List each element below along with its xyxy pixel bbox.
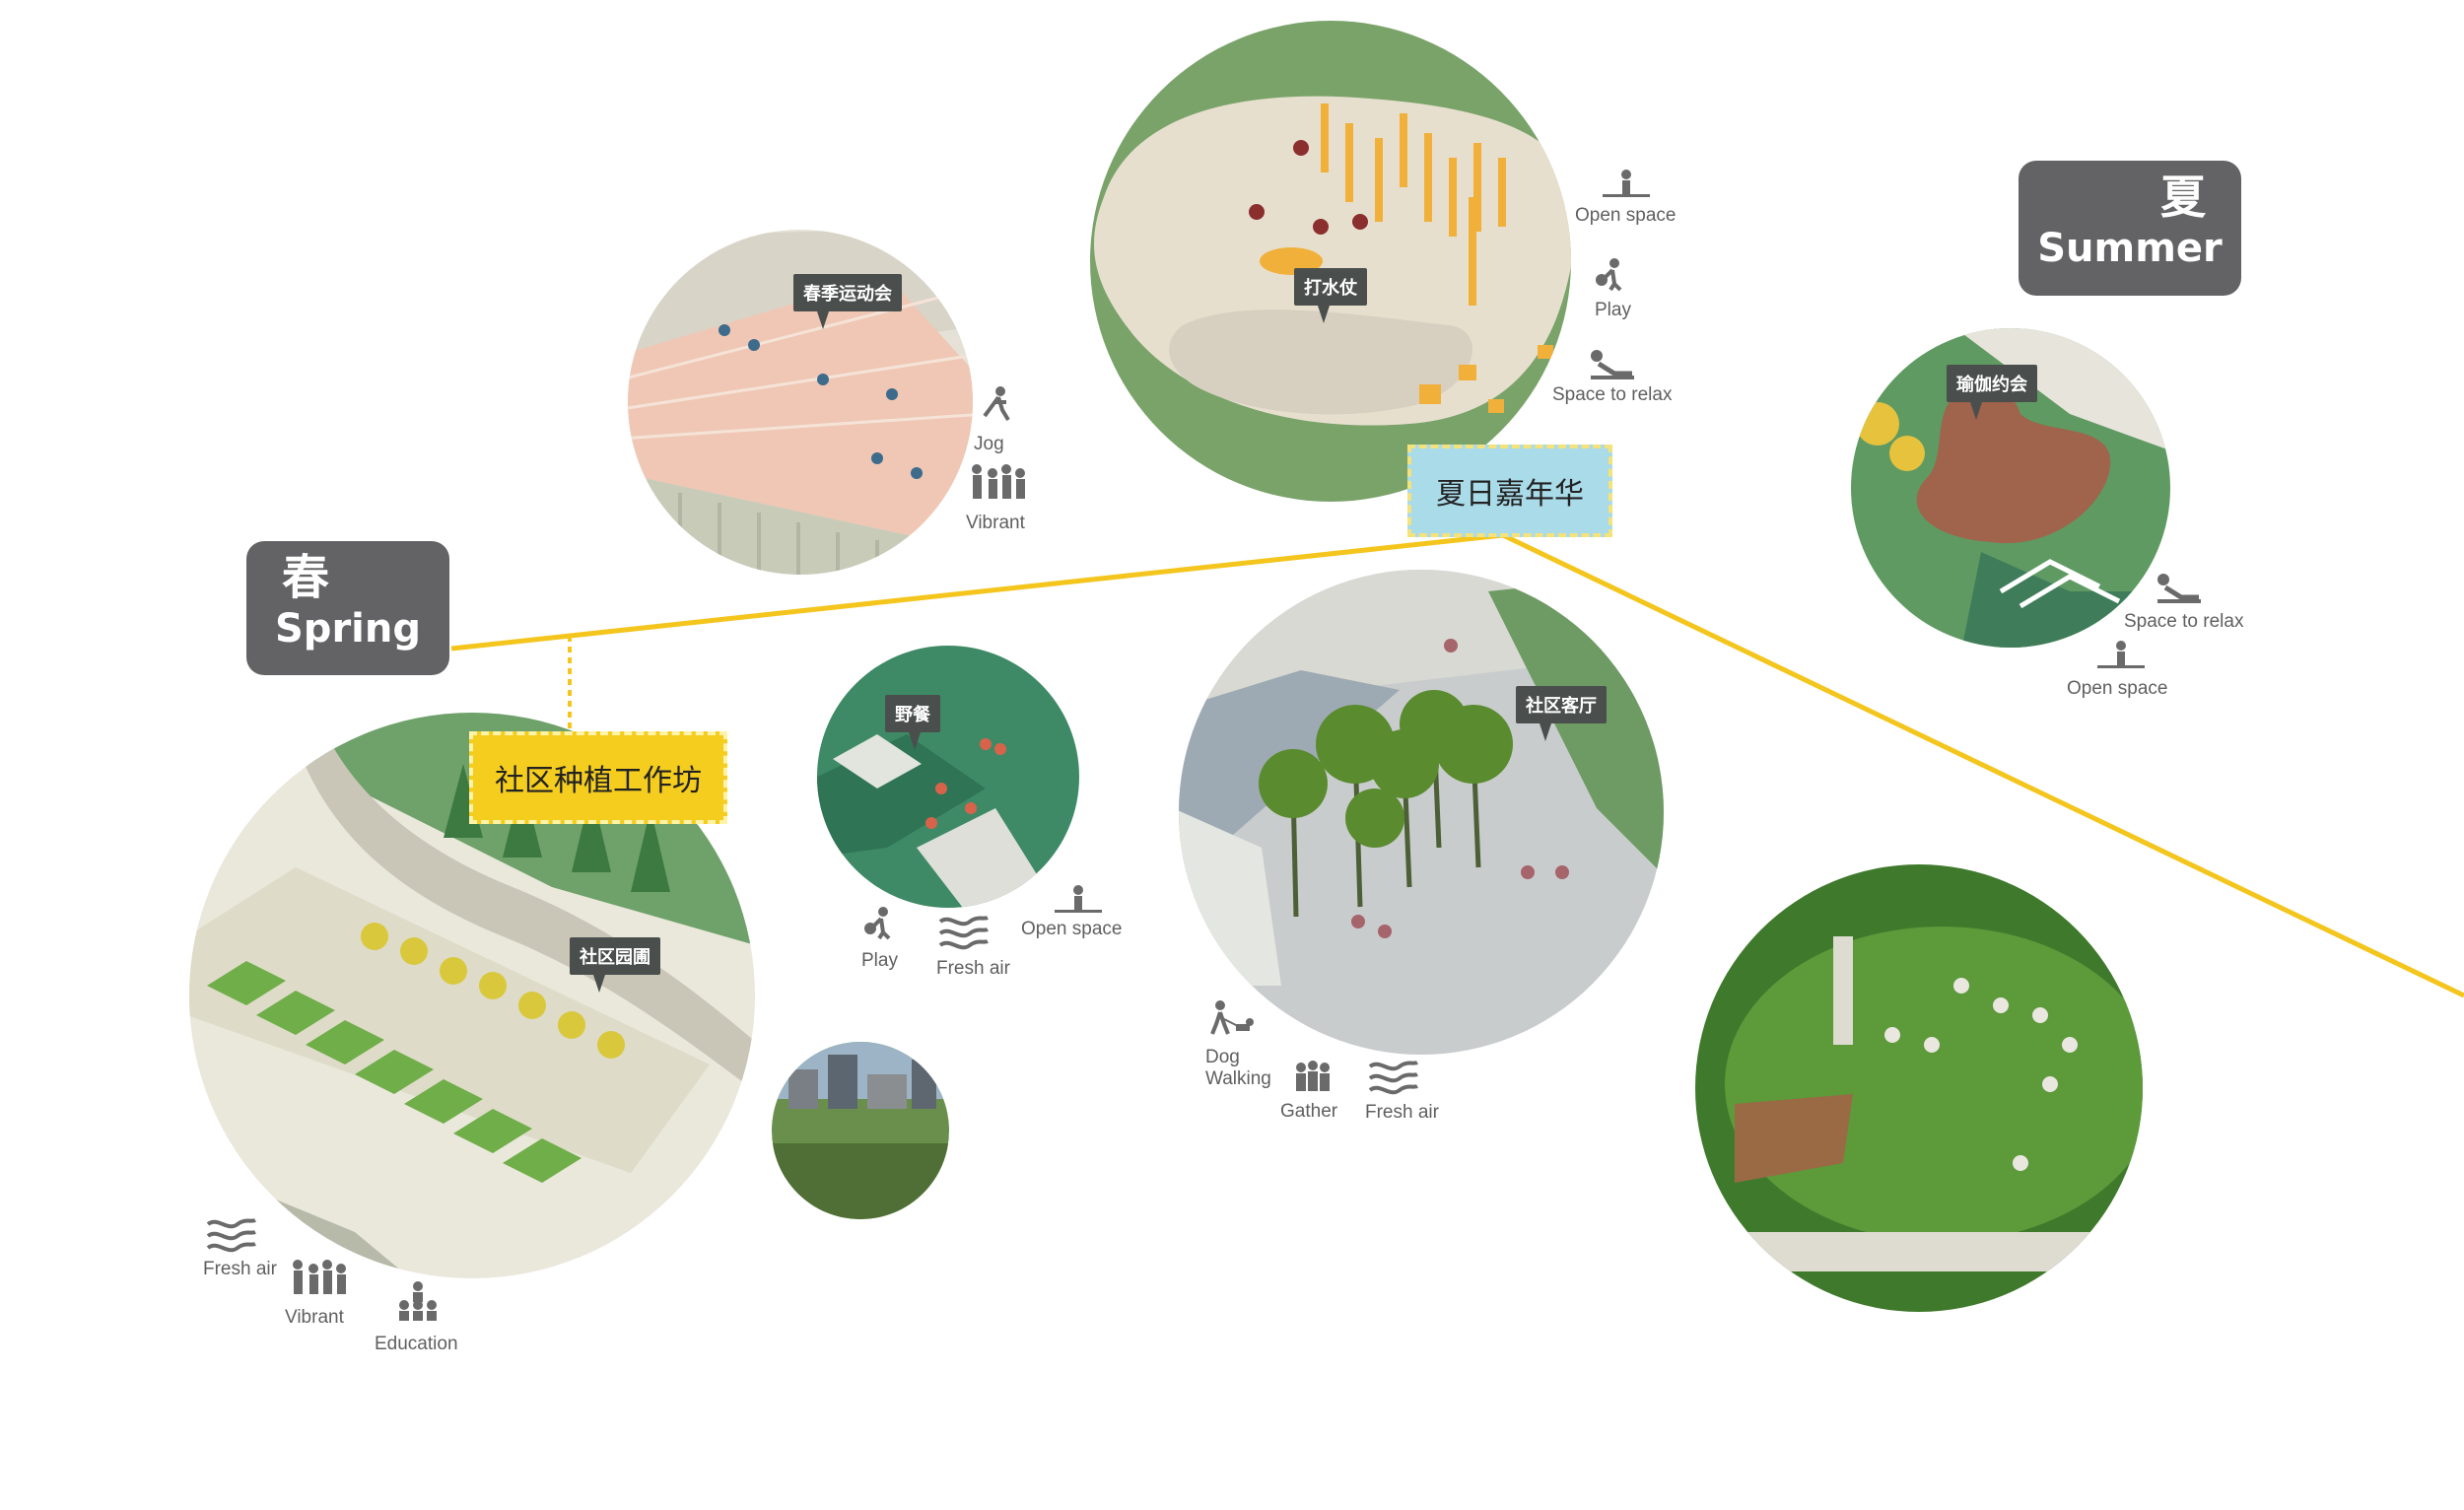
open-space-icon <box>1055 885 1102 913</box>
relax-icon <box>2157 574 2201 603</box>
scene-living-room <box>1179 570 1664 1055</box>
timeline-summer-out <box>1501 532 2464 998</box>
dog-label: Dog <box>1205 1047 1240 1067</box>
dog-walking-icon <box>1210 1000 1254 1035</box>
gather-icon <box>1296 1061 1330 1091</box>
season-spring-zh: 春 <box>282 550 330 605</box>
fresh-air-label: Fresh air <box>203 1259 277 1279</box>
bubble-picnic: 野餐 <box>885 695 940 750</box>
walking-label: Walking <box>1205 1068 1271 1089</box>
fresh-air-icon <box>206 1218 256 1253</box>
open-space-label: Open space <box>1021 919 1123 939</box>
callout-summer-carnival: 夏日嘉年华 <box>1407 445 1612 537</box>
jog-icon <box>983 386 1010 422</box>
timeline-spring-summer <box>450 532 1504 652</box>
education-label: Education <box>375 1334 458 1354</box>
play-icon <box>864 907 891 940</box>
scene-lawn-concert <box>1695 864 2143 1312</box>
season-summer: 夏 Summer <box>2019 161 2241 296</box>
relax-label: Space to relax <box>1552 384 1673 405</box>
scene-picnic <box>817 646 1079 908</box>
play-label: Play <box>1595 300 1631 320</box>
bubble-garden: 社区园圃 <box>570 937 660 993</box>
bubble-living-room: 社区客厅 <box>1516 686 1607 741</box>
bubble-water-fight: 打水仗 <box>1294 268 1367 323</box>
vibrant-label: Vibrant <box>285 1307 344 1328</box>
fresh-air-label: Fresh air <box>1365 1102 1439 1123</box>
vibrant-icon <box>293 1260 346 1294</box>
callout-planting-workshop: 社区种植工作坊 <box>469 731 727 824</box>
season-summer-en: Summer <box>2037 226 2223 271</box>
scene-rooftop-farm <box>772 1042 949 1219</box>
fresh-air-icon <box>1368 1061 1418 1095</box>
relax-label: Space to relax <box>2124 611 2244 632</box>
season-spring-en: Spring <box>275 606 421 652</box>
relax-icon <box>1591 350 1634 379</box>
fresh-air-label: Fresh air <box>936 958 1010 979</box>
open-space-label: Open space <box>2067 678 2168 699</box>
gather-label: Gather <box>1280 1101 1338 1122</box>
fresh-air-icon <box>938 916 989 950</box>
bubble-yoga: 瑜伽约会 <box>1947 365 2037 420</box>
scene-water-fight <box>1090 21 1571 502</box>
open-space-label: Open space <box>1575 205 1677 226</box>
bubble-sports-meet: 春季运动会 <box>793 274 902 329</box>
season-spring: 春 Spring <box>246 541 449 675</box>
vibrant-icon <box>972 464 1025 499</box>
open-space-icon <box>1603 170 1650 197</box>
vibrant-label: Vibrant <box>966 513 1025 533</box>
jog-label: Jog <box>974 434 1004 454</box>
play-icon <box>1596 258 1622 292</box>
open-space-icon <box>2097 641 2145 668</box>
season-summer-zh: 夏 <box>2160 171 2206 224</box>
education-icon <box>399 1281 437 1321</box>
play-label: Play <box>861 950 898 971</box>
